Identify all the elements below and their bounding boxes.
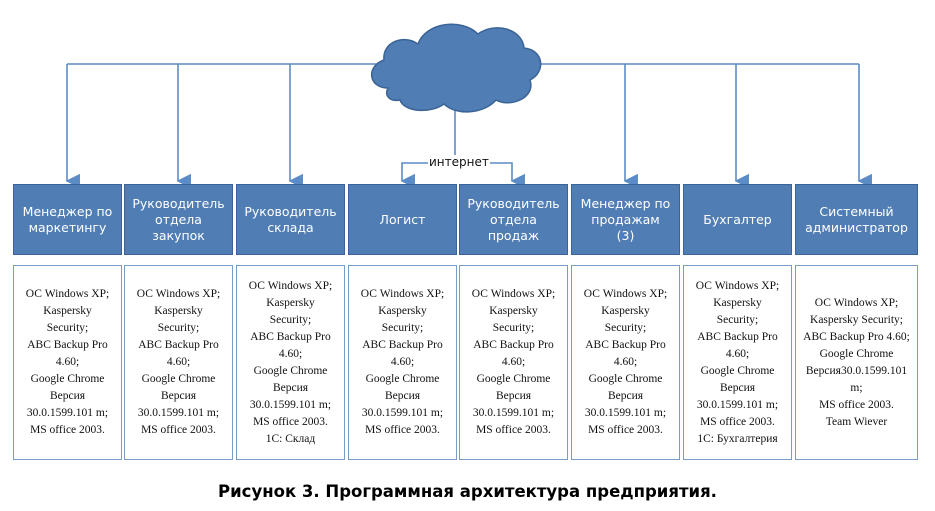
software-list: ОС Windows XP; Kaspersky Security; ABC B…: [136, 288, 221, 436]
software-box-sysadmin: ОС Windows XP; Kaspersky Security; ABC B…: [795, 265, 918, 460]
role-box-sysadmin: Системный администратор: [795, 184, 918, 255]
role-box-marketing-manager: Менеджер по маркетингу: [13, 184, 122, 255]
role-label: Бухгалтер: [703, 211, 772, 227]
software-list: ОС Windows XP; Kaspersky Security; ABC B…: [25, 288, 110, 436]
internet-label: интернет: [428, 155, 490, 169]
figure-caption: Рисунок 3. Программная архитектура предп…: [218, 482, 717, 501]
role-label: Менеджер по маркетингу: [22, 203, 113, 235]
role-label: Менеджер по продажам (3): [580, 195, 671, 243]
software-box-accountant: ОС Windows XP; Kaspersky Security; ABC B…: [683, 265, 792, 460]
role-label: Руководитель отдела закупок: [132, 195, 225, 243]
role-box-logist: Логист: [348, 184, 457, 255]
role-box-sales-manager: Менеджер по продажам (3): [571, 184, 680, 255]
role-label: Логист: [379, 211, 426, 227]
software-box-logist: ОС Windows XP; Kaspersky Security; ABC B…: [348, 265, 457, 460]
software-list: ОС Windows XP; Kaspersky Security; ABC B…: [695, 279, 780, 445]
software-list: ОС Windows XP; Kaspersky Security; ABC B…: [360, 288, 445, 436]
software-list: ОС Windows XP; Kaspersky Security; ABC B…: [583, 288, 668, 436]
software-list: ОС Windows XP; Kaspersky Security; ABC B…: [248, 279, 333, 445]
software-box-warehouse-head: ОС Windows XP; Kaspersky Security; ABC B…: [236, 265, 345, 460]
role-label: Системный администратор: [805, 203, 908, 235]
software-box-marketing-manager: ОС Windows XP; Kaspersky Security; ABC B…: [13, 265, 122, 460]
role-label: Руководитель отдела продаж: [467, 195, 560, 243]
software-list: ОС Windows XP; Kaspersky Security; ABC B…: [803, 296, 910, 428]
role-label: Руководитель склада: [244, 203, 337, 235]
software-list: ОС Windows XP; Kaspersky Security; ABC B…: [471, 288, 556, 436]
role-box-purchasing-head: Руководитель отдела закупок: [124, 184, 233, 255]
software-box-sales-head: ОС Windows XP; Kaspersky Security; ABC B…: [459, 265, 568, 460]
software-box-sales-manager: ОС Windows XP; Kaspersky Security; ABC B…: [571, 265, 680, 460]
role-box-warehouse-head: Руководитель склада: [236, 184, 345, 255]
role-box-accountant: Бухгалтер: [683, 184, 792, 255]
software-box-purchasing-head: ОС Windows XP; Kaspersky Security; ABC B…: [124, 265, 233, 460]
cloud-icon: [371, 23, 542, 113]
role-box-sales-head: Руководитель отдела продаж: [459, 184, 568, 255]
